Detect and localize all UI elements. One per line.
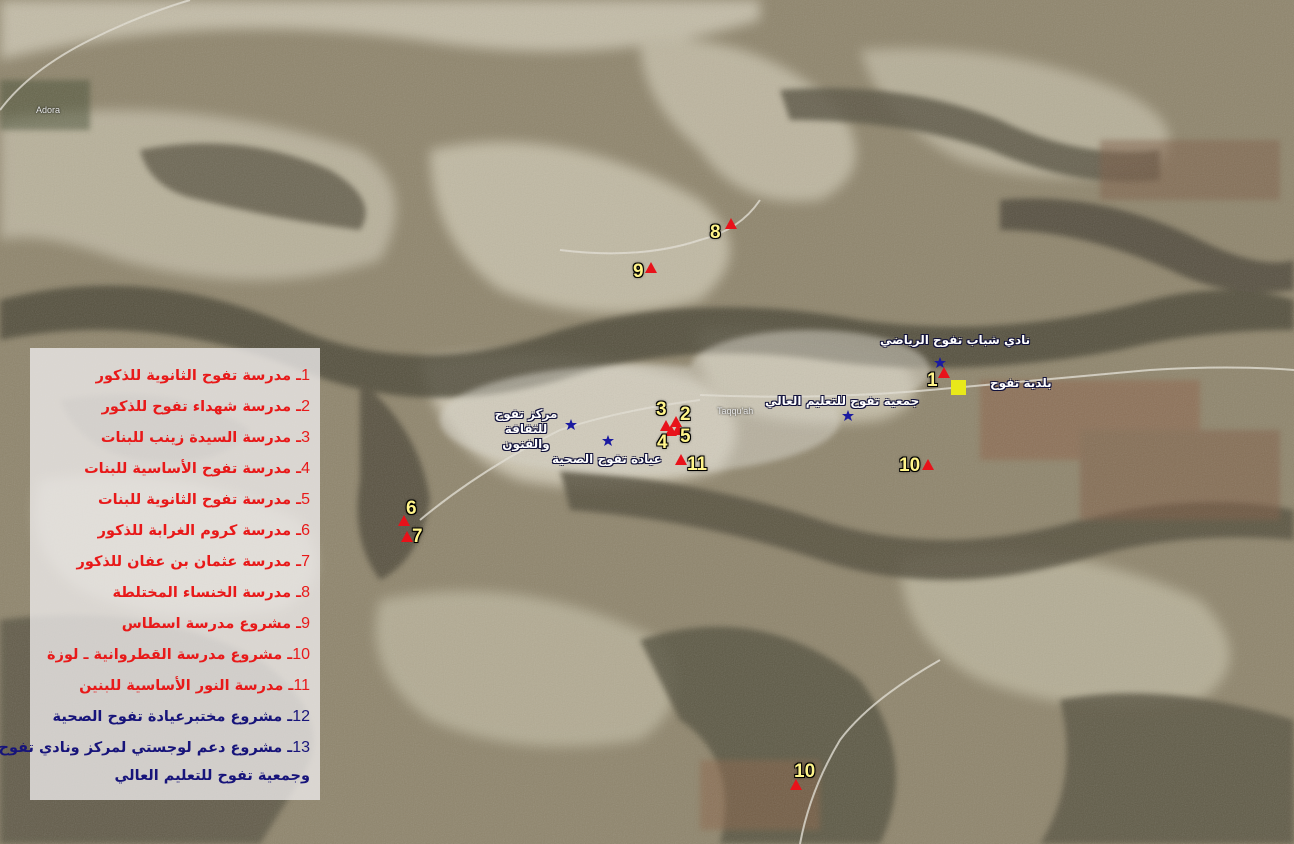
marker-label-4: 4 xyxy=(657,432,668,453)
legend-item-4: 4ـ مدرسة تفوح الأساسية للبنات xyxy=(38,453,310,484)
school-marker-6[interactable] xyxy=(398,515,410,526)
facility-marker-higher-education[interactable] xyxy=(842,410,854,422)
legend-item-number: 10 xyxy=(292,646,310,663)
legend-item-6: 6ـ مدرسة كروم الغرابة للذكور xyxy=(38,515,310,546)
legend-item-number: 9 xyxy=(301,615,310,632)
place-label-sports-club: نادي شباب تفوح الرياضي xyxy=(880,333,1031,347)
facility-marker-sports-club[interactable] xyxy=(934,357,946,369)
marker-label-2: 2 xyxy=(680,404,691,425)
school-marker-8[interactable] xyxy=(725,218,737,229)
legend-item-10: 10ـ مشروع مدرسة القطروانية ـ لوزة xyxy=(38,639,310,670)
legend-item-9: 9ـ مشروع مدرسة اسطاس xyxy=(38,608,310,639)
legend-item-3: 3ـ مدرسة السيدة زينب للبنات xyxy=(38,422,310,453)
school-marker-10-north[interactable] xyxy=(922,459,934,470)
legend-item-number: 7 xyxy=(301,553,310,570)
legend-item-number: 2 xyxy=(301,398,310,415)
legend-item-number: 4 xyxy=(301,460,310,477)
legend-item-2: 2ـ مدرسة شهداء تفوح للذكور xyxy=(38,391,310,422)
school-marker-9[interactable] xyxy=(645,262,657,273)
legend-item-text: ـ مدرسة شهداء تفوح للذكور xyxy=(101,399,302,415)
marker-label-10-north: 10 xyxy=(899,455,921,476)
legend-item-text: ـ مدرسة كروم الغرابة للذكور xyxy=(97,523,302,539)
legend-item-number: 3 xyxy=(301,429,310,446)
place-label-higher-education: جمعية تفوح للتعليم العالي xyxy=(765,394,920,408)
legend-item-text: ـ مشروع مختبرعيادة تفوح الصحية xyxy=(52,709,293,725)
marker-label-1: 1 xyxy=(927,370,938,391)
legend-item-text: ـ مدرسة تفوح الثانوية للذكور xyxy=(95,368,302,384)
legend-item-number: 1 xyxy=(301,367,310,384)
marker-label-5: 5 xyxy=(680,426,691,447)
legend-item-number: 6 xyxy=(301,522,310,539)
legend-item-number: 12 xyxy=(292,708,310,725)
legend-item-8: 8ـ مدرسة الخنساء المختلطة xyxy=(38,577,311,608)
place-label-health-clinic: عيادة تفوح الصحية xyxy=(552,452,662,466)
legend-item-number: 11 xyxy=(293,677,310,694)
legend-item-text: ـ مدرسة تفوح الأساسية للبنات xyxy=(84,461,302,477)
marker-label-9: 9 xyxy=(633,261,644,282)
school-marker-5[interactable] xyxy=(672,424,684,435)
school-marker-7[interactable] xyxy=(401,531,413,542)
legend-item-number: 5 xyxy=(301,491,310,508)
marker-label-8: 8 xyxy=(710,222,721,243)
legend-item-11: 11ـ مدرسة النور الأساسية للبنين xyxy=(38,670,310,701)
town-label-adora: Adora xyxy=(36,105,61,115)
school-marker-2[interactable] xyxy=(670,416,682,427)
legend-item-13-continuation: وجمعية تفوح للتعليم العالي xyxy=(114,768,310,784)
marker-label-11: 11 xyxy=(687,454,708,475)
legend-item-13: 13ـ مشروع دعم لوجستي لمركز ونادي تفوح xyxy=(0,732,310,763)
facility-marker-culture-center[interactable] xyxy=(565,419,577,431)
school-marker-11[interactable] xyxy=(675,454,687,465)
legend-item-text: ـ مدرسة تفوح الثانوية للبنات xyxy=(98,492,302,508)
place-label-culture-center: مركز تفوح للثقافة والفنون xyxy=(494,407,558,451)
legend-item-1: 1ـ مدرسة تفوح الثانوية للذكور xyxy=(38,360,310,391)
marker-label-7: 7 xyxy=(412,526,423,547)
place-label-municipality: بلدية تفوح xyxy=(990,376,1052,390)
legend-item-text: ـ مدرسة النور الأساسية للبنين xyxy=(79,678,294,694)
legend-item-number: 13 xyxy=(292,739,310,756)
legend-item-number: 8 xyxy=(301,584,310,601)
school-marker-3[interactable] xyxy=(660,420,672,431)
marker-label-6: 6 xyxy=(406,498,417,519)
legend-item-text: ـ مشروع مدرسة القطروانية ـ لوزة xyxy=(47,647,293,663)
marker-label-10-south: 10 xyxy=(794,761,816,782)
legend-item-text: ـ مدرسة السيدة زينب للبنات xyxy=(100,430,302,446)
municipality-marker[interactable] xyxy=(951,380,966,395)
marker-label-3: 3 xyxy=(656,399,667,420)
school-marker-1[interactable] xyxy=(938,367,950,378)
legend-item-text: ـ مدرسة الخنساء المختلطة xyxy=(112,585,302,601)
facility-marker-health-clinic[interactable] xyxy=(602,435,614,447)
legend-item-text: ـ مشروع دعم لوجستي لمركز ونادي تفوح xyxy=(0,740,293,756)
legend-item-7: 7ـ مدرسة عثمان بن عفان للذكور xyxy=(38,546,311,577)
legend-item-12: 12ـ مشروع مختبرعيادة تفوح الصحية xyxy=(38,701,310,732)
village-label: Taqqu'ah xyxy=(717,406,754,416)
school-marker-10-south[interactable] xyxy=(790,779,802,790)
legend-item-5: 5ـ مدرسة تفوح الثانوية للبنات xyxy=(38,484,310,515)
legend-item-text: ـ مشروع مدرسة اسطاس xyxy=(121,616,302,632)
legend-item-text: ـ مدرسة عثمان بن عفان للذكور xyxy=(76,554,302,570)
